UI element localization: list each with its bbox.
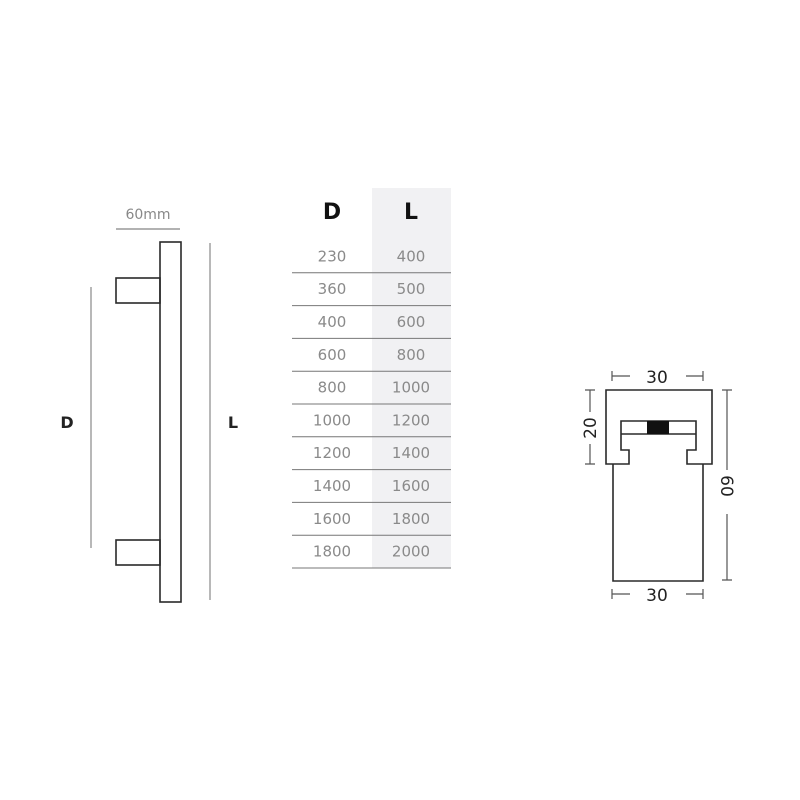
cell-d: 230: [318, 247, 347, 265]
cell-l: 1600: [392, 477, 430, 495]
profile-top: [605, 389, 713, 465]
cell-d: 1600: [313, 510, 351, 528]
profile-insert: [647, 421, 669, 434]
l-label: L: [228, 413, 238, 432]
cell-l: 400: [397, 247, 426, 265]
cell-l: 1200: [392, 411, 430, 429]
standoff-bottom: [115, 539, 161, 566]
cell-l: 1400: [392, 444, 430, 462]
top-width-label: 30: [646, 368, 668, 388]
cell-l: 800: [397, 346, 426, 364]
cell-l: 500: [397, 280, 426, 298]
cell-l: 1000: [392, 379, 430, 397]
profile-body: [612, 464, 704, 582]
cell-d: 800: [318, 379, 347, 397]
total-height-label: 60: [716, 475, 736, 497]
cell-l: 600: [397, 313, 426, 331]
header-l: L: [404, 200, 418, 225]
cell-d: 600: [318, 346, 347, 364]
profile-section-view: 30 30 20 60: [581, 368, 736, 606]
cell-l: 1800: [392, 510, 430, 528]
cell-d: 1800: [313, 543, 351, 561]
cell-d: 1200: [313, 444, 351, 462]
cell-d: 400: [318, 313, 347, 331]
total-height-dimension: [722, 389, 732, 581]
top-width-dimension: [611, 371, 704, 381]
cell-d: 360: [318, 280, 347, 298]
bottom-width-label: 30: [646, 586, 668, 606]
handle-side-view: 60mm D L: [60, 207, 238, 603]
cell-d: 1000: [313, 411, 351, 429]
top-height-dimension: [585, 389, 595, 465]
bottom-width-dimension: [611, 589, 704, 599]
handle-bar: [159, 241, 182, 603]
width-label: 60mm: [125, 207, 170, 223]
d-label: D: [60, 413, 73, 432]
top-height-label: 20: [581, 417, 601, 439]
cell-l: 2000: [392, 543, 430, 561]
standoff-top: [115, 277, 161, 304]
size-table: D L 230 400 360 500 400 600 600 800 800 1000 1000 1…: [292, 188, 451, 569]
header-d: D: [323, 200, 341, 225]
cell-d: 1400: [313, 477, 351, 495]
l-column-shade: [372, 188, 451, 568]
